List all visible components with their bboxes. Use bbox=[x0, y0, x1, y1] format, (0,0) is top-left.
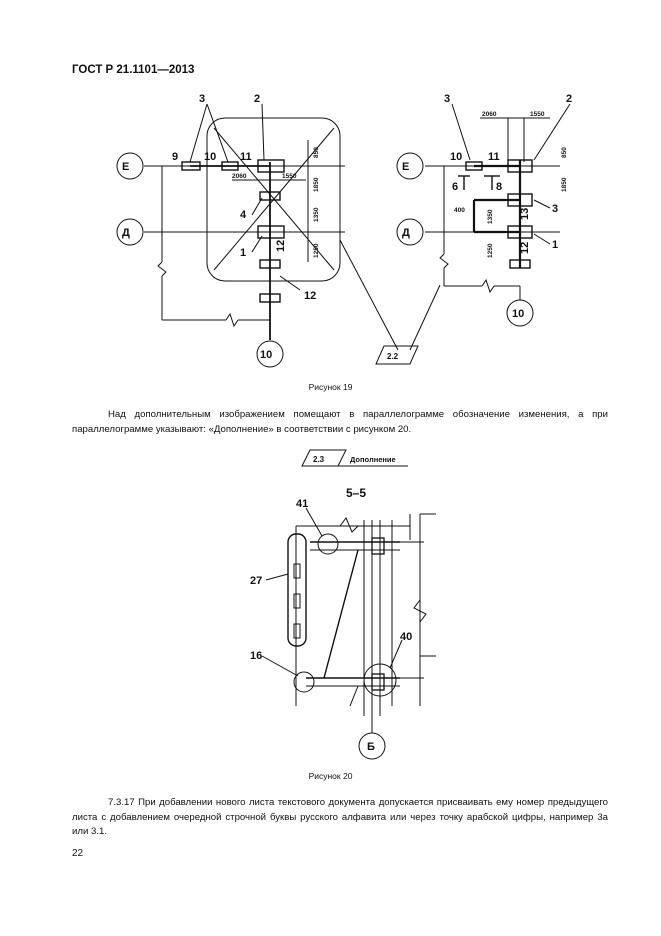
axis-10-label-right: 10 bbox=[512, 308, 524, 320]
change-mark-number: 2.2 bbox=[387, 352, 399, 361]
section-8-label: 8 bbox=[496, 181, 502, 193]
axis-e-label-left: Е bbox=[122, 161, 129, 173]
pos-41-label: 41 bbox=[296, 498, 308, 510]
figure19-left-plan bbox=[116, 103, 441, 368]
dim-1350-right: 1350 bbox=[487, 209, 494, 224]
pos-40-label: 40 bbox=[400, 631, 412, 643]
dim-1550-left: 1550 bbox=[282, 173, 297, 180]
dim-1250-right: 1250 bbox=[487, 243, 494, 258]
pos-3-label-right-top: 3 bbox=[444, 93, 450, 105]
pos-11-label-left: 11 bbox=[240, 151, 252, 163]
axis-d-label-right: Д bbox=[402, 227, 410, 239]
pos-10-label-left: 10 bbox=[204, 151, 216, 163]
pos-1-label-left: 1 bbox=[240, 247, 246, 259]
dim-400-right: 400 bbox=[454, 207, 465, 214]
paragraph-7-3-17: 7.3.17 При добавлении нового листа текст… bbox=[72, 797, 608, 837]
dim-1850-right: 1850 bbox=[561, 177, 568, 192]
pos-9-label-left: 9 bbox=[172, 151, 178, 163]
dim-1550-right: 1550 bbox=[530, 111, 545, 118]
pos-3-label-left: 3 bbox=[199, 93, 205, 105]
pos-10-label-right: 10 bbox=[450, 151, 462, 163]
addition-mark-label: Дополнение bbox=[350, 455, 396, 464]
axis-d-label-left: Д bbox=[122, 227, 130, 239]
figure19-caption: Рисунок 19 bbox=[308, 382, 353, 392]
paragraph-addition: Над дополнительным изображением помещают… bbox=[72, 409, 608, 435]
pos-3-label-right-side: 3 bbox=[552, 203, 558, 215]
pos-2-label-left: 2 bbox=[254, 93, 260, 105]
section-title: 5–5 bbox=[346, 486, 366, 500]
axis-10-label-left: 10 bbox=[260, 349, 272, 361]
dim-2060-left: 2060 bbox=[232, 173, 247, 180]
figure20-section bbox=[261, 507, 436, 760]
dim-850-left: 850 bbox=[313, 147, 320, 158]
pos-27-label: 27 bbox=[250, 575, 262, 587]
figure20-caption: Рисунок 20 bbox=[308, 771, 353, 781]
page-number: 22 bbox=[72, 848, 84, 859]
document-header: ГОСТ Р 21.1101—2013 bbox=[72, 64, 195, 76]
dim-1250-left: 1250 bbox=[313, 243, 320, 258]
pos-12-label-left-b: 12 bbox=[304, 290, 316, 302]
section-6-label: 6 bbox=[452, 181, 458, 193]
pos-4-label-left: 4 bbox=[240, 209, 247, 221]
axis-e-label-right: Е bbox=[402, 161, 409, 173]
dim-1350-left: 1350 bbox=[313, 207, 320, 222]
pos-1-label-right: 1 bbox=[552, 239, 558, 251]
pos-12-label-right: 12 bbox=[519, 242, 531, 254]
pos-13-label-right: 13 bbox=[519, 208, 531, 220]
pos-12-label-left-a: 12 bbox=[275, 240, 287, 252]
dim-850-right: 850 bbox=[561, 147, 568, 158]
pos-16-label: 16 bbox=[250, 650, 262, 662]
change-mark-shape bbox=[375, 345, 419, 365]
dim-2060-right: 2060 bbox=[482, 111, 497, 118]
addition-mark-number: 2.3 bbox=[313, 455, 325, 464]
figure19-right-plan bbox=[396, 103, 571, 327]
pos-2-label-right: 2 bbox=[566, 93, 572, 105]
dim-1850-left: 1850 bbox=[313, 177, 320, 192]
pos-11-label-right: 11 bbox=[488, 151, 500, 163]
axis-b-label: Б bbox=[367, 741, 375, 753]
